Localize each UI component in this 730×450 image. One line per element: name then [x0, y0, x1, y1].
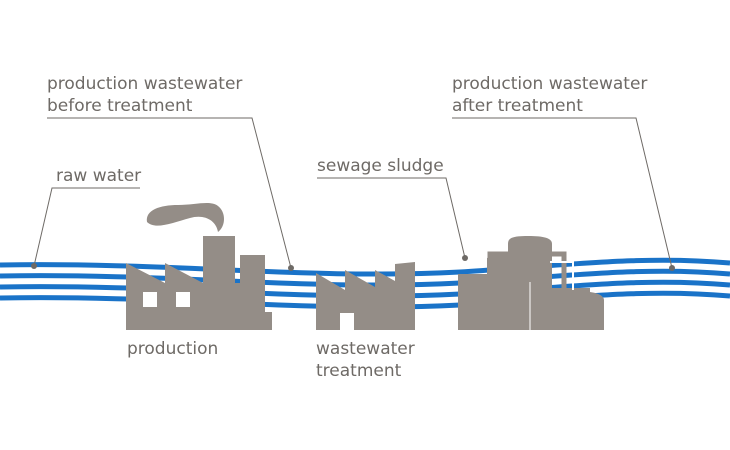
label-prod-before-1: production wastewater	[47, 74, 242, 94]
wastewater-treatment-icon	[316, 262, 415, 330]
plant-tanks	[458, 236, 604, 330]
dot-prod-before	[288, 265, 294, 271]
factory-window-1	[143, 292, 157, 307]
leader-prod-before	[47, 117, 292, 269]
label-production: production	[127, 339, 218, 359]
factory-window-2	[176, 292, 190, 307]
treatment-building-body	[316, 262, 415, 330]
sludge-plant-icon	[458, 236, 604, 330]
plant-pipe-outline	[550, 261, 574, 290]
leader-prod-after	[452, 117, 673, 269]
label-prod-after-1: production wastewater	[452, 74, 647, 94]
leader-raw-water	[33, 187, 140, 267]
leader-dots	[31, 255, 675, 271]
plant-pipe	[487, 251, 567, 290]
production-factory-icon	[126, 203, 272, 330]
dot-raw-water	[31, 263, 37, 269]
factory-smoke-icon	[146, 203, 224, 232]
leader-lines	[33, 117, 673, 269]
label-raw-water: raw water	[56, 166, 141, 186]
label-prod-before-2: before treatment	[47, 96, 193, 116]
label-wastewater-2: treatment	[316, 361, 402, 381]
label-sewage-sludge: sewage sludge	[317, 156, 444, 176]
factory-body	[126, 236, 272, 330]
label-wastewater-1: wastewater	[316, 339, 415, 359]
leader-sewage-sludge	[317, 177, 466, 259]
dot-sewage-sludge	[462, 255, 468, 261]
label-prod-after-2: after treatment	[452, 96, 583, 116]
dot-prod-after	[669, 265, 675, 271]
water-pipe-1	[0, 257, 730, 277]
